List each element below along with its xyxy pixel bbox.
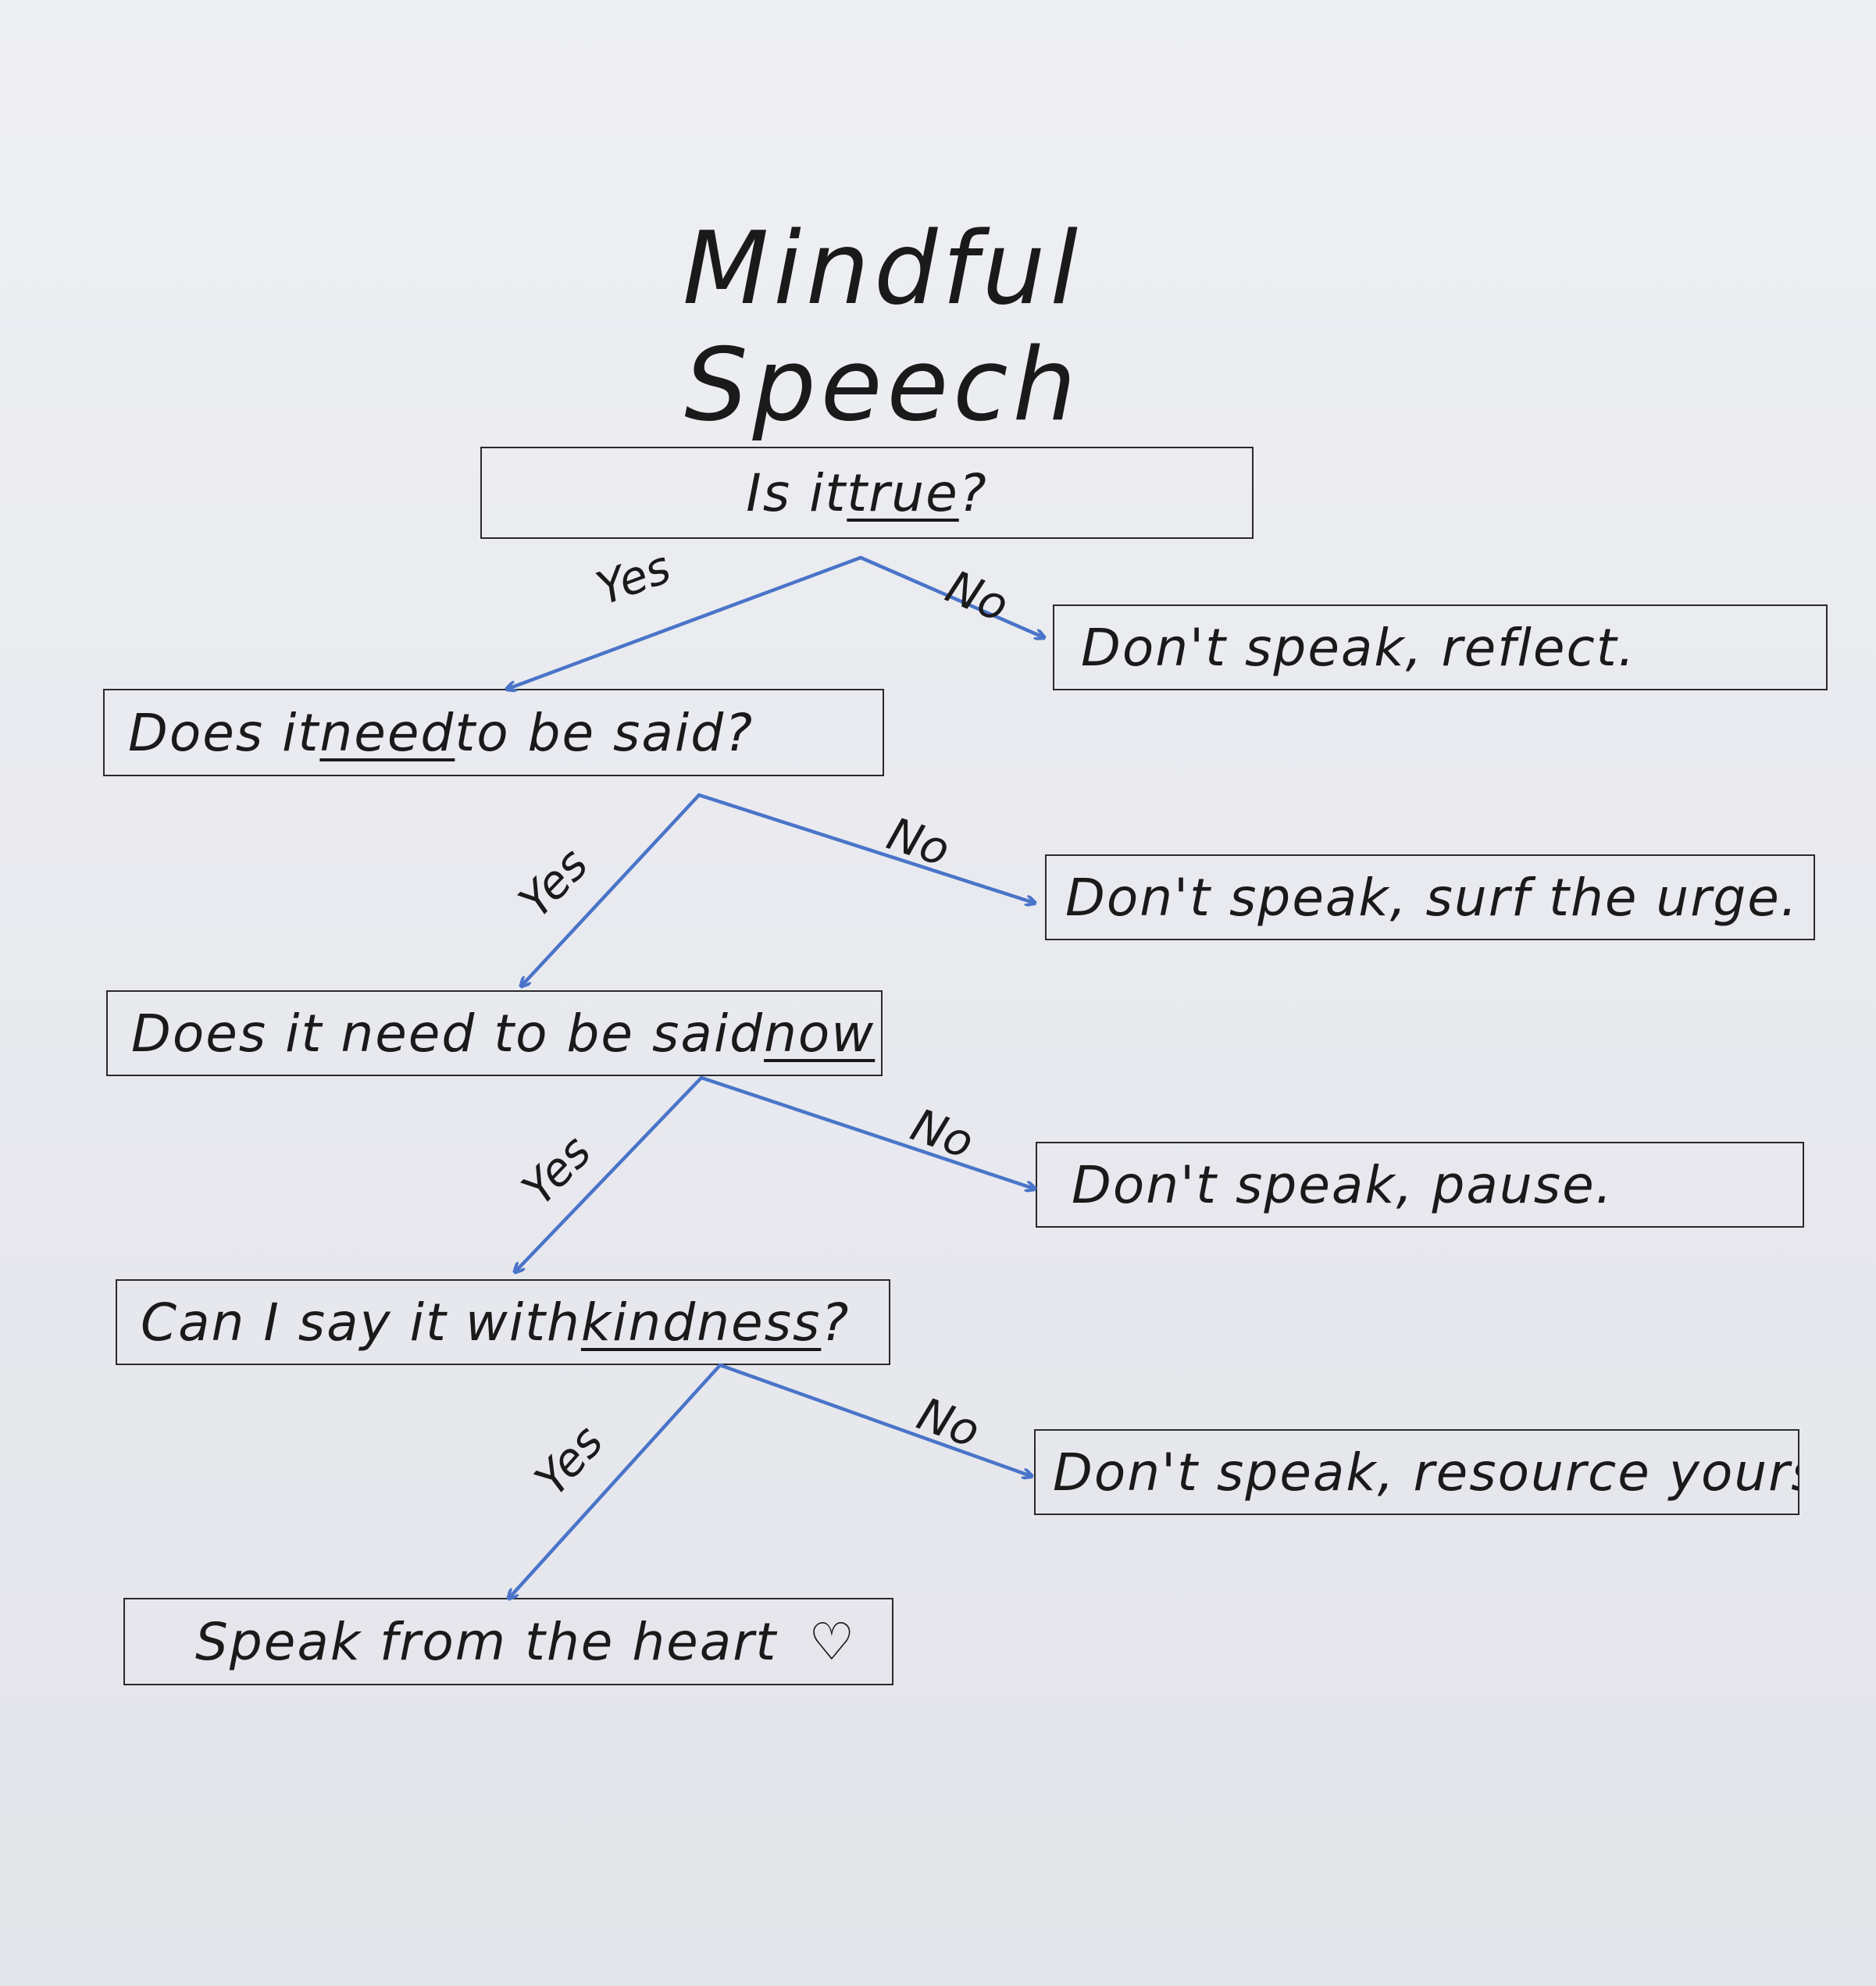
question-text-emphasis: now — [764, 1003, 876, 1064]
outcome-text: Don't speak, pause. — [1072, 1154, 1614, 1215]
question-text-pre: Is it — [746, 462, 847, 523]
question-text-post: to be said? — [455, 702, 754, 763]
outcome-surf-the-urge: Don't speak, surf the urge. — [1045, 854, 1815, 940]
outcome-reflect: Don't speak, reflect. — [1053, 604, 1828, 690]
arrow-yes-4 — [509, 1363, 722, 1598]
arrow-yes-3 — [515, 1075, 704, 1271]
question-text-post: ? — [958, 462, 988, 523]
arrow-no-3 — [699, 1075, 1034, 1189]
question-text-pre: Can I say it with — [141, 1292, 581, 1353]
arrow-yes-2 — [522, 793, 701, 986]
question-text-emphasis: need — [319, 702, 455, 763]
question-kindness: Can I say it with kindness? — [116, 1279, 890, 1365]
outcome-pause: Don't speak, pause. — [1036, 1142, 1804, 1228]
arrow-no-2 — [697, 793, 1034, 903]
question-said-now: Does it need to be said now? — [106, 990, 883, 1076]
outcome-text: Speak from the heart — [195, 1611, 778, 1672]
question-text-post: ? — [875, 1004, 881, 1064]
question-text-emphasis: true — [847, 462, 959, 523]
arrow-yes-1 — [508, 555, 863, 689]
question-text-post: ? — [821, 1292, 851, 1353]
question-is-it-true: Is it true? — [480, 447, 1254, 539]
arrow-no-1 — [858, 555, 1043, 637]
outcome-resource-yourself: Don't speak, resource yourself. — [1034, 1429, 1799, 1515]
diagram-title: Mindful Speech — [682, 211, 1083, 444]
outcome-text: Don't speak, resource yourself. — [1053, 1442, 1798, 1503]
outcome-text: Don't speak, surf the urge. — [1065, 867, 1799, 928]
question-text-pre: Does it — [128, 702, 320, 763]
arrow-no-4 — [718, 1363, 1031, 1476]
outcome-text: Don't speak, reflect. — [1081, 617, 1636, 678]
question-text-emphasis: kindness — [580, 1292, 822, 1353]
question-need-to-be-said: Does it need to be said? — [103, 689, 884, 776]
heart-icon: ♡ — [808, 1611, 857, 1672]
question-text-pre: Does it need to be said — [131, 1003, 765, 1064]
